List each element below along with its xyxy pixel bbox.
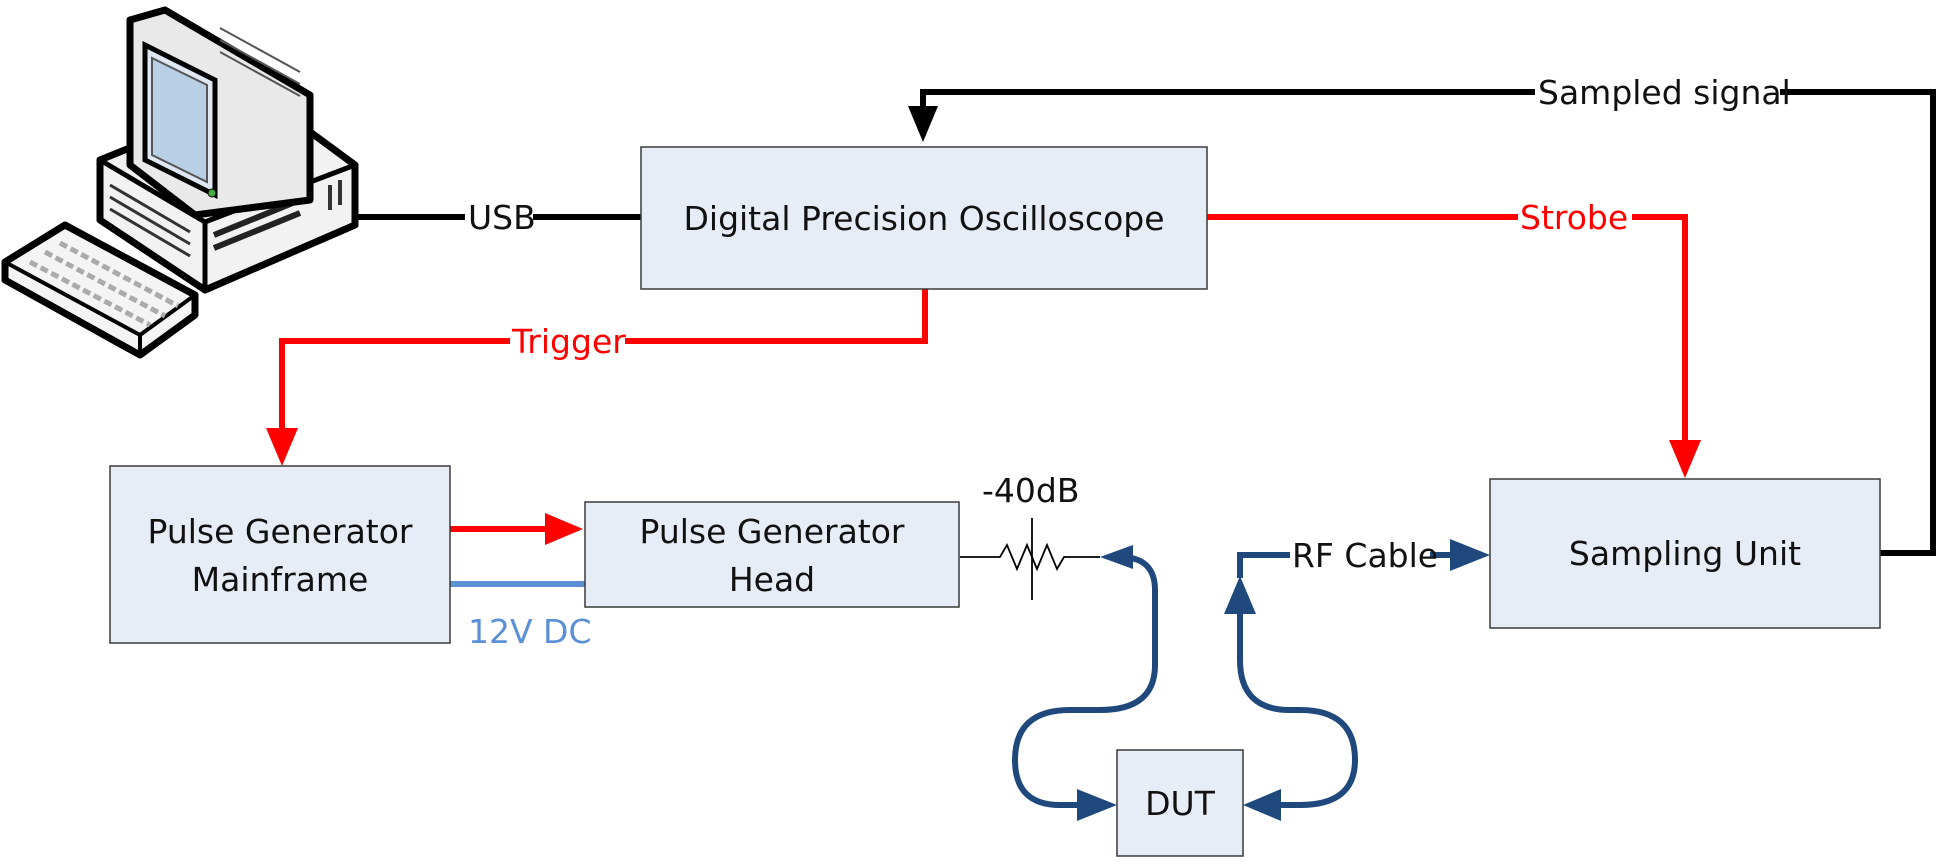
sampling-unit-label: Sampling Unit — [1569, 534, 1801, 573]
rf-arrowhead — [1100, 545, 1133, 569]
attenuator-label: -40dB — [982, 471, 1080, 510]
oscilloscope-box[interactable]: Digital Precision Oscilloscope — [640, 146, 1208, 290]
strobe-label: Strobe — [1520, 198, 1628, 237]
sampled-signal-label: Sampled signal — [1538, 73, 1791, 112]
dc-label: 12V DC — [468, 612, 592, 651]
sampled-signal-wire — [1780, 89, 1936, 556]
pulse-head-box[interactable]: Pulse Generator Head — [584, 501, 960, 608]
dut-box[interactable]: DUT — [1116, 749, 1244, 857]
trigger-wire — [625, 287, 928, 344]
rf-wire-out — [1237, 612, 1359, 808]
sampled-signal-arrowhead — [908, 106, 938, 142]
oscilloscope-label: Digital Precision Oscilloscope — [683, 199, 1164, 238]
rf-wire-in — [1011, 554, 1158, 808]
rf-arrowhead — [1224, 576, 1256, 614]
desktop-computer-icon — [1, 6, 359, 359]
pulse-mainframe-box[interactable]: Pulse Generator Mainframe — [109, 465, 451, 644]
pulse-arrowhead — [545, 513, 583, 545]
sampling-unit-box[interactable]: Sampling Unit — [1489, 478, 1881, 629]
sampled-signal-wire — [920, 89, 1535, 112]
rf-cable-label: RF Cable — [1292, 536, 1438, 575]
pulse-head-label-line1: Pulse Generator — [640, 512, 905, 551]
usb-label: USB — [468, 198, 536, 237]
rf-arrowhead — [1077, 789, 1117, 821]
strobe-arrowhead — [1669, 440, 1701, 478]
trigger-label: Trigger — [511, 322, 626, 361]
pulse-head-label-line2: Head — [729, 560, 815, 599]
strobe-wire — [1632, 214, 1688, 445]
resistor-icon — [960, 518, 1100, 600]
trigger-arrowhead — [266, 428, 298, 466]
trigger-wire — [279, 338, 510, 432]
pulse-mainframe-label-line2: Mainframe — [192, 560, 369, 599]
dut-label: DUT — [1145, 784, 1216, 823]
pulse-mainframe-label-line1: Pulse Generator — [148, 512, 413, 551]
rf-cable-arrowhead — [1450, 539, 1490, 571]
rf-arrowhead — [1243, 789, 1281, 821]
rf-cable-wire — [1237, 552, 1290, 578]
